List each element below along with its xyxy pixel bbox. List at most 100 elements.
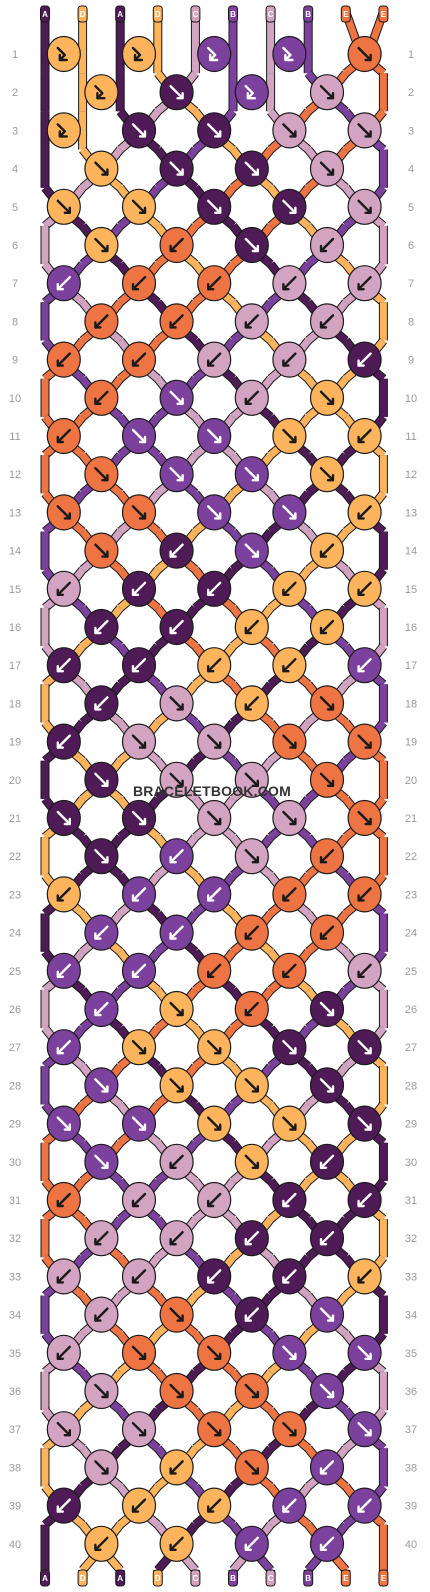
row-number-left: 35 [9, 1348, 21, 1360]
arrow-left-icon [207, 887, 222, 902]
knot [234, 838, 269, 875]
arrow-left-icon [94, 925, 109, 940]
arrow-right-icon [319, 1078, 335, 1093]
knot [347, 570, 382, 607]
knot [347, 952, 382, 989]
knot [46, 647, 81, 684]
row-number-right: 14 [405, 546, 417, 558]
arrow-left-icon [169, 619, 184, 635]
knot [84, 150, 119, 187]
knot [272, 952, 307, 989]
knot [347, 265, 382, 302]
arrow-right-icon [169, 1383, 184, 1399]
arrow-right-icon [357, 1422, 372, 1437]
arrow-left-icon [131, 581, 147, 596]
string-letter-bottom: A [117, 1574, 123, 1583]
knot [84, 1372, 119, 1410]
knot [84, 761, 119, 798]
arrow-right-icon [282, 810, 297, 826]
arrow-left-icon [131, 1498, 147, 1513]
knot [159, 761, 194, 798]
string-end-top [378, 5, 389, 23]
row-number-left: 3 [12, 125, 18, 137]
arrow-right-icon [244, 1460, 259, 1475]
row-number-right: 1 [408, 49, 414, 61]
arrow-left-icon [56, 352, 71, 367]
knot [46, 570, 81, 607]
arrow-left-icon [244, 1001, 259, 1017]
knot [159, 1372, 194, 1410]
string-end-top [228, 5, 238, 23]
row-number-left: 14 [9, 546, 21, 558]
arrow-right-icon [282, 428, 297, 444]
knot [309, 150, 345, 187]
knot [309, 608, 345, 646]
knot [159, 1449, 194, 1486]
arrow-left-icon [357, 887, 372, 902]
arrow-right-icon [282, 46, 294, 62]
arrow-right-icon [131, 810, 147, 826]
arrow-left-icon [357, 428, 372, 444]
arrow-left-icon [319, 314, 335, 329]
knot [159, 1525, 194, 1562]
arrow-right-icon [207, 46, 219, 62]
arrow-right-icon [131, 199, 147, 214]
string-letter-top: B [230, 10, 236, 19]
knot [46, 1181, 81, 1219]
knot [197, 1029, 232, 1066]
knot [309, 838, 345, 875]
arrow-left-icon [319, 1231, 335, 1246]
arrow-left-icon [94, 1536, 109, 1551]
arrow-left-icon [244, 1307, 259, 1322]
arrow-left-icon [131, 658, 147, 673]
knot [234, 1449, 269, 1486]
knot [46, 265, 81, 302]
arrow-left-icon [207, 581, 222, 596]
arrow-right-icon [319, 390, 335, 405]
knot [272, 1258, 307, 1295]
arrow-left-icon [319, 1460, 335, 1475]
string-letter-top: A [117, 10, 123, 19]
row-number-left: 40 [9, 1539, 21, 1551]
string-end-bottom [115, 1569, 126, 1587]
arrow-left-icon [282, 276, 297, 291]
arrow-right-icon [169, 1001, 184, 1017]
arrow-left-icon [357, 276, 372, 291]
knot [272, 1029, 307, 1066]
string-end-top [40, 5, 50, 23]
row-number-left: 37 [9, 1424, 21, 1436]
knot [272, 265, 307, 302]
arrow-right-icon [94, 85, 106, 100]
string-letter-top: A [42, 10, 48, 19]
knot [159, 226, 194, 264]
arrow-right-icon [131, 1040, 147, 1055]
row-number-right: 34 [405, 1310, 417, 1322]
arrow-left-icon [131, 887, 147, 902]
arrow-left-icon [282, 1498, 297, 1513]
knot [46, 1334, 81, 1371]
knot [159, 379, 194, 416]
row-number-left: 24 [9, 928, 21, 940]
row-number-left: 6 [12, 240, 18, 252]
row-number-left: 11 [9, 431, 20, 443]
knot [46, 1105, 81, 1142]
string-letter-top: C [193, 10, 199, 19]
string-letter-top: D [80, 10, 86, 19]
knot [347, 723, 382, 760]
knot [159, 838, 194, 875]
arrow-left-icon [282, 1192, 297, 1208]
arrow-right-icon [244, 1154, 259, 1169]
arrow-right-icon [357, 123, 372, 138]
knot [84, 838, 119, 875]
arrow-left-icon [56, 1498, 71, 1513]
knot-grid [46, 35, 382, 1562]
knot [197, 494, 232, 531]
string-end-bottom [340, 1569, 351, 1587]
knot [272, 417, 307, 455]
row-number-right: 38 [405, 1462, 417, 1474]
row-number-left: 22 [9, 851, 21, 863]
arrow-left-icon [131, 352, 147, 367]
arrow-left-icon [169, 925, 184, 940]
knot [309, 303, 345, 340]
